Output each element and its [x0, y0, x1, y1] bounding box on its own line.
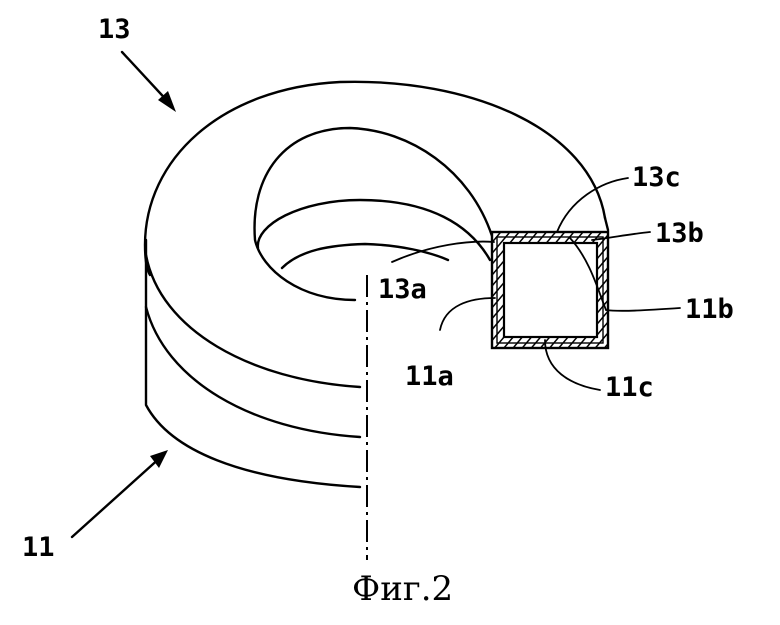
- arrow-11: [70, 450, 168, 539]
- label-11c: 11c: [605, 372, 654, 403]
- leader-lines: [391, 177, 681, 391]
- cross-section: [490, 230, 610, 350]
- label-13: 13: [98, 14, 131, 45]
- label-13c: 13c: [632, 162, 681, 193]
- label-13b: 13b: [655, 218, 704, 249]
- label-13a: 13a: [378, 274, 427, 305]
- label-11: 11: [22, 532, 55, 563]
- arrow-13: [120, 50, 176, 112]
- label-11b: 11b: [685, 294, 734, 325]
- figure-caption: Фиг.2: [352, 569, 453, 609]
- label-11a: 11a: [405, 361, 454, 392]
- toroidal-ring: [143, 80, 610, 489]
